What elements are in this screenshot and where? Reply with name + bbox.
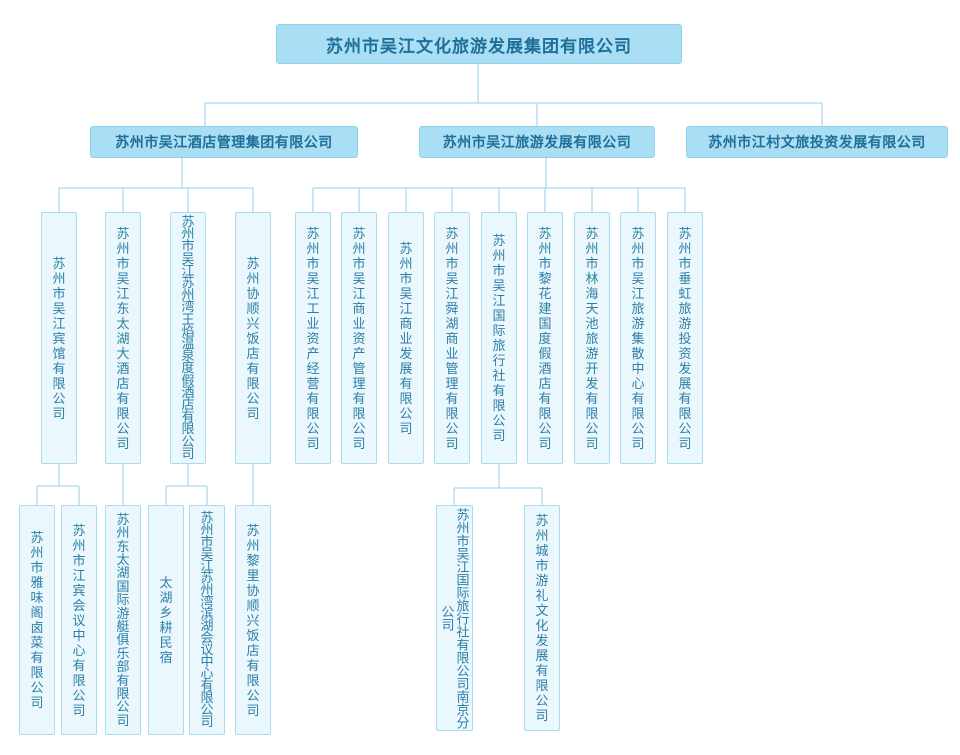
subsidiary-name: 苏州市吴江宾馆有限公司 [52,255,66,421]
subsidiary-box: 苏州市吴江东太湖大酒店有限公司 [105,212,141,464]
branch-name: 苏州城市游礼文化发展有限公司 [535,513,549,723]
branch-name: 苏州黎里协顺兴饭店有限公司 [246,522,260,718]
branch-name: 苏州东太湖国际游艇俱乐部有限公司 [116,511,130,728]
subsidiary-name: 苏州市吴江国际旅行社有限公司 [492,233,506,443]
jiangcun-culture-tourism-box: 苏州市江村文旅投资发展有限公司 [686,126,948,158]
root-company-box: 苏州市吴江文化旅游发展集团有限公司 [276,24,682,64]
branch-box: 苏州黎里协顺兴饭店有限公司 [235,505,271,735]
branch-box: 苏州市江宾会议中心有限公司 [61,505,97,735]
branch-box: 苏州市雅味阁卤菜有限公司 [19,505,55,735]
subsidiary-name: 苏州市垂虹旅游投资发展有限公司 [678,225,692,451]
hotel-group-box: 苏州市吴江酒店管理集团有限公司 [90,126,358,158]
subsidiary-name: 苏州市黎花建国度假酒店有限公司 [538,225,552,451]
subsidiary-box: 苏州市黎花建国度假酒店有限公司 [527,212,563,464]
subsidiary-box: 苏州市垂虹旅游投资发展有限公司 [667,212,703,464]
branch-name: 苏州市吴江苏州湾滨湖会议中心有限公司 [200,510,214,729]
subsidiary-box: 苏州市吴江商业发展有限公司 [388,212,424,464]
subsidiary-name: 苏州市林海天池旅游开发有限公司 [585,225,599,451]
subsidiary-name: 苏州市吴江工业资产经营有限公司 [306,225,320,451]
subsidiary-box: 苏州市吴江国际旅行社有限公司 [481,212,517,464]
subsidiary-box: 苏州市吴江工业资产经营有限公司 [295,212,331,464]
subsidiary-name: 苏州协顺兴饭店有限公司 [246,255,260,421]
subsidiary-name: 苏州市吴江商业发展有限公司 [399,240,413,436]
subsidiary-box: 苏州市吴江宾馆有限公司 [41,212,77,464]
branch-name: 苏州市江宾会议中心有限公司 [72,522,86,718]
subsidiary-name: 苏州市吴江东太湖大酒店有限公司 [116,225,130,451]
subsidiary-name: 苏州市吴江商业资产管理有限公司 [352,225,366,451]
subsidiary-box: 苏州市吴江商业资产管理有限公司 [341,212,377,464]
branch-name: 苏州市吴江国际旅行社有限公司南京分公司 [439,507,470,729]
subsidiary-box: 苏州市吴江旅游集散中心有限公司 [620,212,656,464]
branch-box: 苏州东太湖国际游艇俱乐部有限公司 [105,505,141,735]
subsidiary-box: 苏州协顺兴饭店有限公司 [235,212,271,464]
branch-name: 太湖乡耕民宿 [159,575,173,665]
branch-box: 苏州市吴江国际旅行社有限公司南京分公司 [436,505,473,731]
branch-box: 苏州市吴江苏州湾滨湖会议中心有限公司 [189,505,225,735]
subsidiary-name: 苏州市吴江旅游集散中心有限公司 [631,225,645,451]
subsidiary-box: 苏州市吴江舜湖商业管理有限公司 [434,212,470,464]
tourism-development-box: 苏州市吴江旅游发展有限公司 [419,126,655,158]
branch-box: 太湖乡耕民宿 [148,505,184,735]
branch-name: 苏州市雅味阁卤菜有限公司 [30,530,44,710]
subsidiary-box: 苏州市林海天池旅游开发有限公司 [574,212,610,464]
subsidiary-name: 苏州市吴江苏州湾王焰温泉度假酒店有限公司 [181,213,195,461]
subsidiary-name: 苏州市吴江舜湖商业管理有限公司 [445,225,459,451]
branch-box: 苏州城市游礼文化发展有限公司 [524,505,560,731]
subsidiary-box: 苏州市吴江苏州湾王焰温泉度假酒店有限公司 [170,212,206,464]
